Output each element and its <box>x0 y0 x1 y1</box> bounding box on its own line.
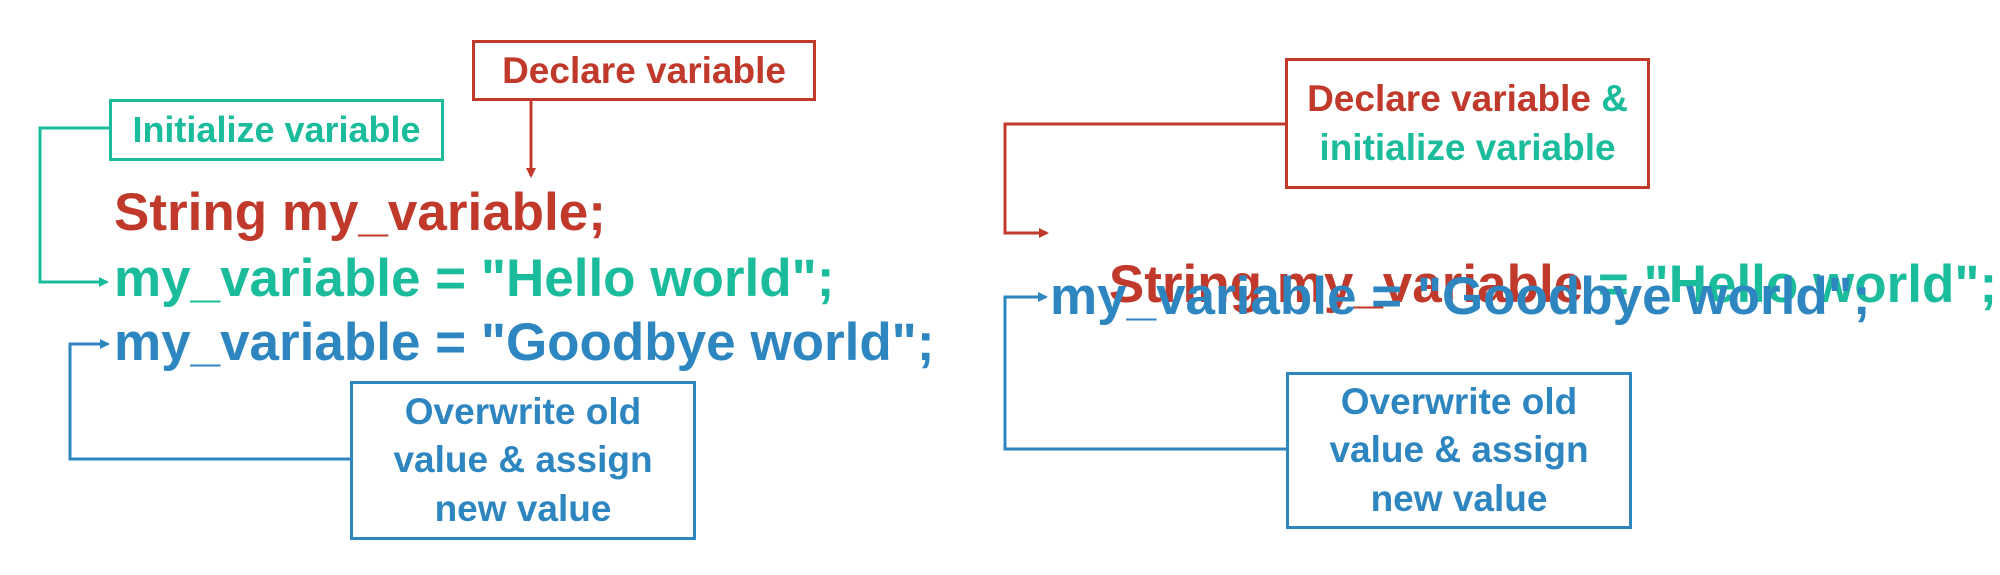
arrow-declare-init <box>1003 122 1285 238</box>
code-declaration-part: String my_variable <box>1108 255 1584 314</box>
declare-initialize-label: Declare variable & initialize variable <box>1307 75 1628 171</box>
initialize-variable-label: Initialize variable <box>132 109 421 150</box>
arrow-overwrite-left <box>68 339 350 461</box>
initialize-part: initialize variable <box>1319 126 1616 168</box>
code-declare-initialize: String my_variable = "Hello world"; <box>1050 205 1997 364</box>
code-overwrite-right: my_variable = "Goodbye world"; <box>1050 267 1871 326</box>
declare-variable-box: Declare variable <box>472 40 816 101</box>
declare-variable-label: Declare variable <box>502 49 786 91</box>
arrow-overwrite-right <box>1003 292 1286 451</box>
code-declaration: String my_variable; <box>114 183 606 242</box>
code-initialization: my_variable = "Hello world"; <box>114 249 835 308</box>
arrow-initialize <box>38 126 109 287</box>
declare-part: Declare variable <box>1307 78 1591 120</box>
overwrite-box-left: Overwrite old value & assign new value <box>350 381 696 540</box>
amp-part: & <box>1601 78 1628 120</box>
initialize-variable-box: Initialize variable <box>109 99 444 161</box>
overwrite-label-left: Overwrite old value & assign new value <box>393 391 653 529</box>
overwrite-label-right: Overwrite old value & assign new value <box>1329 381 1589 519</box>
declare-initialize-box: Declare variable & initialize variable <box>1285 58 1650 189</box>
code-overwrite: my_variable = "Goodbye world"; <box>114 313 935 372</box>
code-assignment-part: = "Hello world"; <box>1583 255 1998 314</box>
overwrite-box-right: Overwrite old value & assign new value <box>1286 372 1632 529</box>
